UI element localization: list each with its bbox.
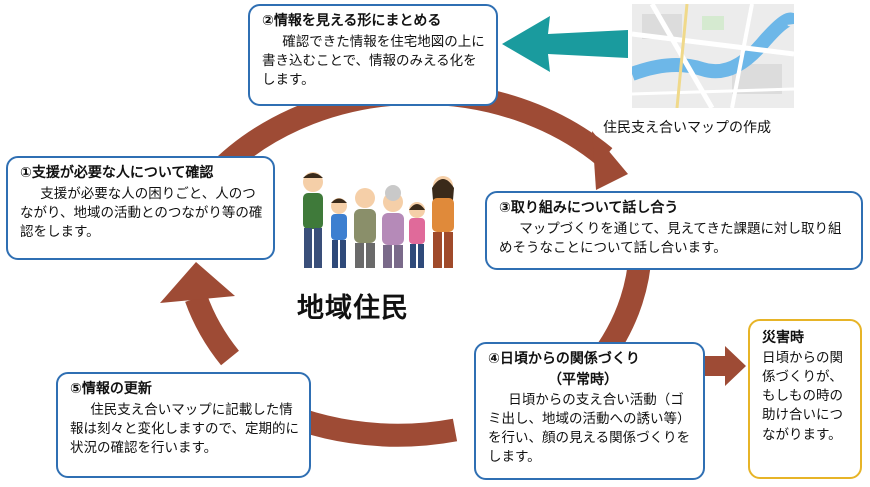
step-subtitle-4: （平常時） xyxy=(548,371,618,388)
step-title-3: ③取り組みについて話し合う xyxy=(499,200,679,216)
step-box-1: ①支援が必要な人について確認 支援が必要な人の困りごと、人のつながり、地域の活動… xyxy=(6,156,275,260)
disaster-title: 災害時 xyxy=(762,330,804,346)
step-body-2: 確認できた情報を住宅地図の上に書き込むことで、情報のみえる化をします。 xyxy=(262,33,485,89)
step-box-5: ⑤情報の更新 住民支え合いマップに記載した情報は刻々と変化しますので、定期的に状… xyxy=(56,372,311,478)
step-box-4: ④日頃からの関係づくり （平常時） 日頃からの支え合い活動（ゴミ出し、地域の活動… xyxy=(474,342,705,480)
step-body-1: 支援が必要な人の困りごと、人のつながり、地域の活動とのつながり等の確認をします。 xyxy=(20,185,263,241)
disaster-body: 日頃からの関係づくりが、もしもの時の助け合いにつながります。 xyxy=(762,349,843,443)
cycle-arrowhead-up xyxy=(160,262,235,303)
disaster-box: 災害時 日頃からの関係づくりが、もしもの時の助け合いにつながります。 xyxy=(748,319,862,479)
map-icon xyxy=(632,4,794,108)
step-title-5: ⑤情報の更新 xyxy=(70,381,152,397)
step-box-2: ②情報を見える形にまとめる 確認できた情報を住宅地図の上に書き込むことで、情報の… xyxy=(248,4,498,106)
step-body-3: マップづくりを通じて、見えてきた課題に対し取り組めそうなことについて話し合います… xyxy=(499,220,842,257)
step-body-4: 日頃からの支え合い活動（ゴミ出し、地域の活動への誘い等）を行い、顔の見える関係づ… xyxy=(488,391,691,466)
map-caption: 住民支え合いマップの作成 xyxy=(603,120,771,136)
cycle-arrowhead-right xyxy=(592,131,628,190)
step-box-3: ③取り組みについて話し合う マップづくりを通じて、見えてきた課題に対し取り組めそ… xyxy=(485,191,863,270)
residents-illustration xyxy=(303,172,454,268)
cycle-ring-left xyxy=(185,293,240,366)
step-title-2: ②情報を見える形にまとめる xyxy=(262,13,442,29)
step-title-4: ④日頃からの関係づくり xyxy=(488,351,640,367)
step-title-1: ①支援が必要な人について確認 xyxy=(20,165,214,181)
center-label-residents: 地域住民 xyxy=(297,293,409,324)
step-body-5: 住民支え合いマップに記載した情報は刻々と変化しますので、定期的に状況の確認を行い… xyxy=(70,401,299,457)
map-to-info-arrow xyxy=(502,16,628,72)
to-disaster-arrow xyxy=(700,346,746,386)
